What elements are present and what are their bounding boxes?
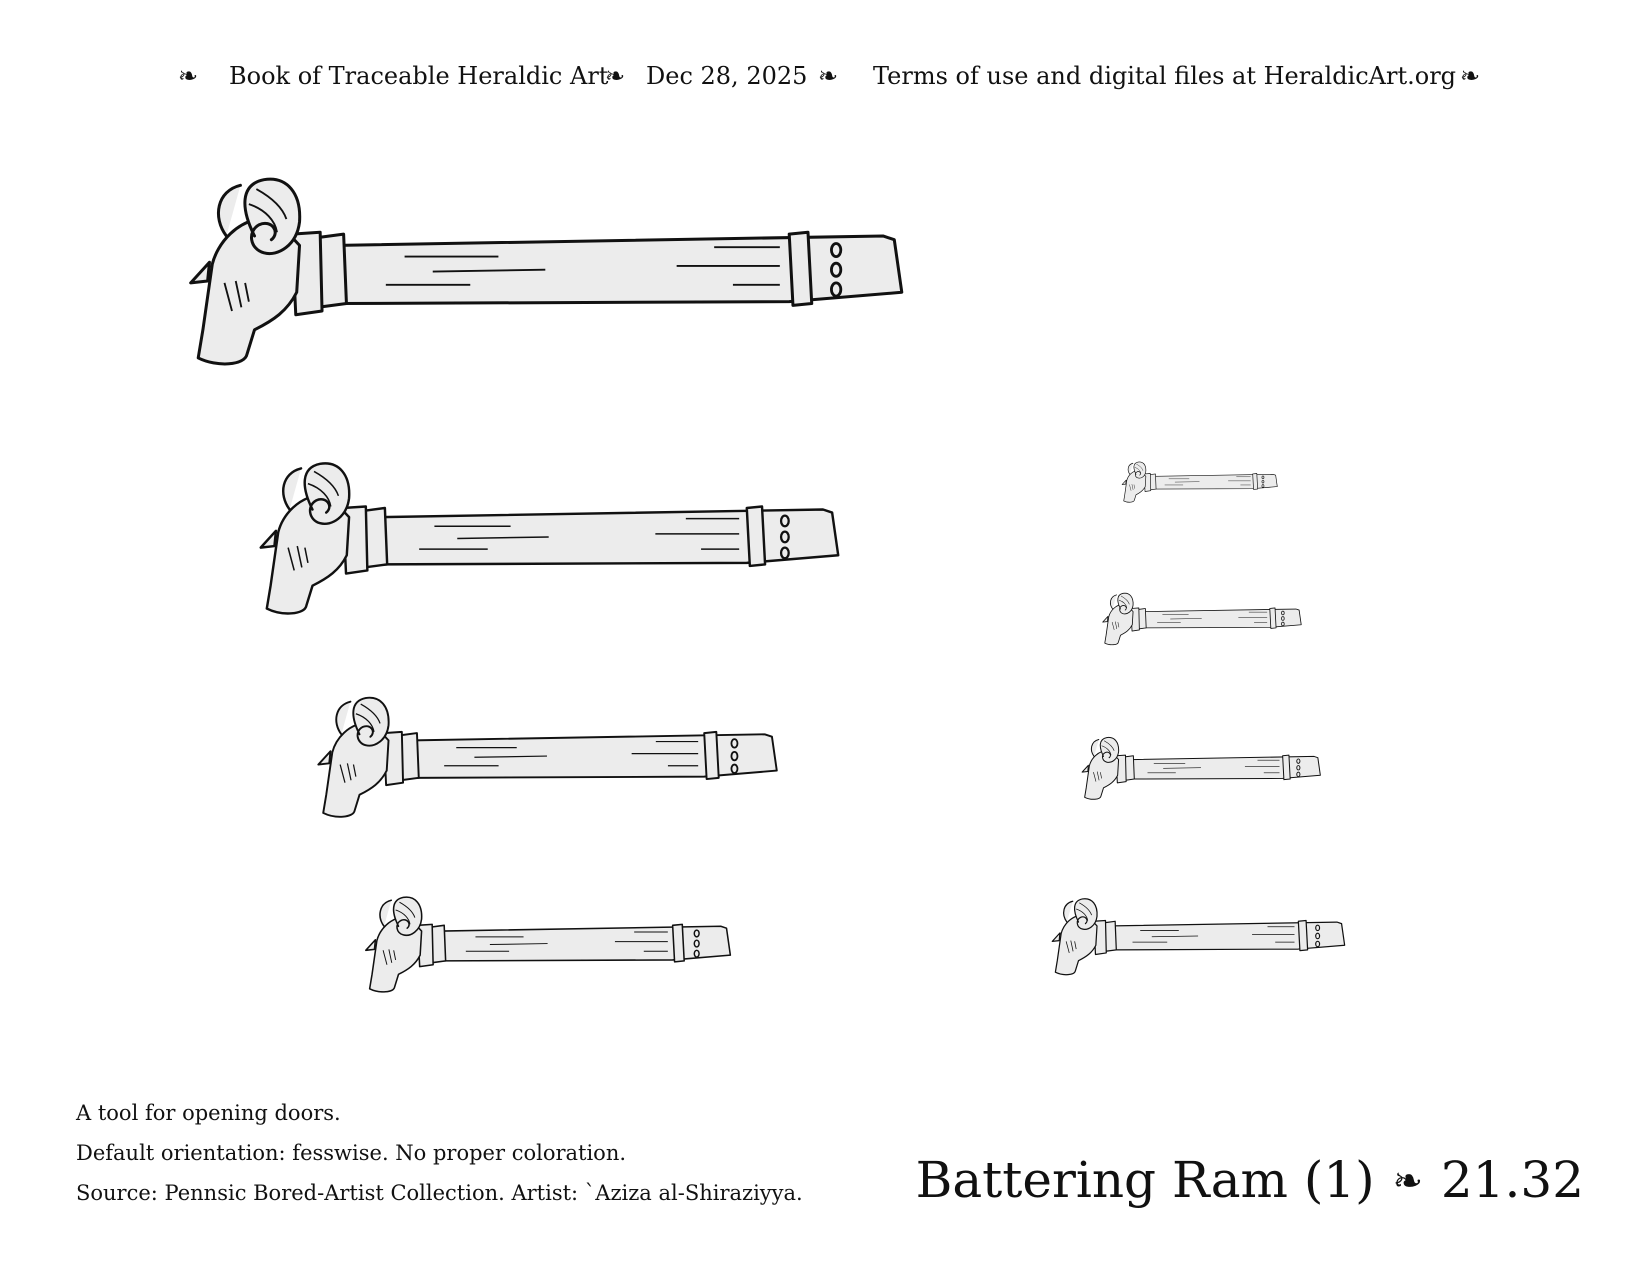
fleuron-icon: ❧ bbox=[1392, 1161, 1423, 1202]
plate-number: 21.32 bbox=[1440, 1151, 1584, 1209]
fleuron-icon: ❧ bbox=[818, 62, 839, 90]
battering-ram-large-1 bbox=[170, 175, 930, 372]
description-block: A tool for opening doors. Default orient… bbox=[76, 1093, 803, 1213]
fleuron-icon: ❧ bbox=[178, 62, 199, 90]
terms-notice: Terms of use and digital files at Herald… bbox=[873, 62, 1457, 90]
fleuron-icon: ❧ bbox=[1460, 62, 1481, 90]
description-text: A tool for opening doors. bbox=[76, 1101, 341, 1125]
battering-ram-medium-4 bbox=[355, 895, 745, 996]
battering-ram-large-2 bbox=[245, 460, 860, 620]
battering-ram-small-8 bbox=[1045, 897, 1355, 978]
battering-ram-medium-3 bbox=[305, 695, 795, 822]
plate-name: Battering Ram (1) bbox=[915, 1151, 1375, 1209]
battering-ram-small-6 bbox=[1098, 592, 1308, 647]
page-header: ❧ Book of Traceable Heraldic Art ❧ Dec 2… bbox=[0, 56, 1650, 96]
header-date: Dec 28, 2025 bbox=[646, 62, 808, 90]
book-title: Book of Traceable Heraldic Art bbox=[229, 62, 609, 90]
source-text: Source: Pennsic Bored-Artist Collection.… bbox=[76, 1181, 803, 1205]
fleuron-icon: ❧ bbox=[605, 62, 626, 90]
plate-title: Battering Ram (1) ❧ 21.32 bbox=[916, 1150, 1584, 1212]
battering-ram-small-7 bbox=[1075, 736, 1330, 802]
orientation-text: Default orientation: fesswise. No proper… bbox=[76, 1141, 627, 1165]
battering-ram-small-5 bbox=[1118, 461, 1283, 504]
